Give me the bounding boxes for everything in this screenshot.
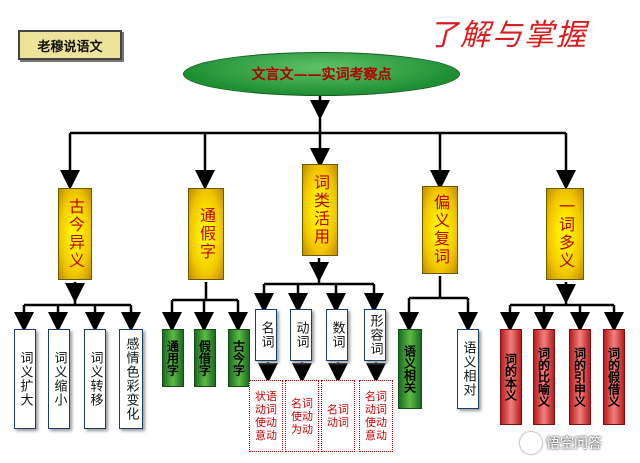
node-yuyi-xiangguan: 语义相关	[398, 329, 422, 409]
node-ci-yinshenyi: 词的引申义	[569, 329, 591, 425]
author-badge: 老穆说语文	[18, 30, 122, 60]
category-gujin-yiyi: 古今异义	[58, 188, 92, 280]
detail-dongci: 名词使动为动	[285, 380, 319, 452]
node-ci-biyuyi: 词的比喻义	[533, 329, 555, 425]
detail-shuci: 名词动词	[321, 380, 355, 452]
node-jiajiezi: 假借字	[194, 329, 216, 387]
node-mingci: 名词	[255, 309, 277, 361]
node-shuci: 数词	[326, 309, 348, 361]
node-yuyi-xiangdui: 语义相对	[457, 329, 479, 409]
node-gujinzi: 古今字	[228, 329, 250, 387]
category-pianyi-fuci: 偏义复词	[422, 186, 458, 274]
heading-title: 了解与掌握	[428, 18, 588, 53]
detail-mingci: 状语动词使动意动	[249, 380, 283, 452]
node-ci-benyi: 词的本义	[500, 329, 522, 425]
watermark-text: 悟空问答	[546, 436, 602, 452]
node-ciyi-kuoda: 词义扩大	[14, 329, 36, 429]
category-yici-duoyi: 一词多义	[546, 188, 584, 280]
node-ci-jiajieyi: 词的假借义	[603, 329, 625, 425]
node-dongci: 动词	[290, 309, 312, 361]
category-tongjiazi: 通假字	[188, 188, 224, 280]
node-ganqing-secai: 感情色彩变化	[119, 329, 143, 429]
node-ciyi-suoxiao: 词义缩小	[48, 329, 70, 429]
category-cilei-huoyong: 词类活用	[302, 164, 338, 256]
node-ciyi-zhuanyi: 词义转移	[84, 329, 106, 429]
node-tongyongzi: 通用字	[162, 329, 184, 387]
root-node: 文言文——实词考察点	[183, 52, 460, 96]
node-xingrongci: 形容词	[364, 309, 386, 361]
detail-xingrongci: 名词动词使动意动	[359, 380, 393, 452]
watermark-logo-icon	[520, 432, 542, 454]
watermark: 悟空问答	[520, 432, 602, 454]
